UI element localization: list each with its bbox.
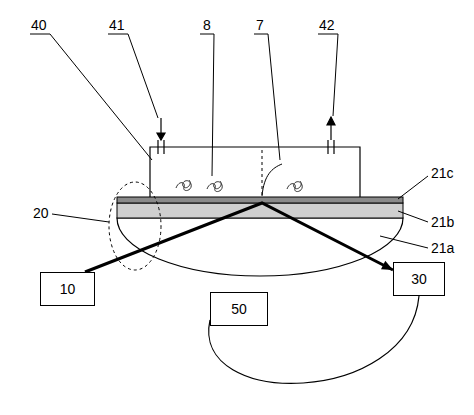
outlet-port bbox=[327, 117, 335, 154]
inlet-port bbox=[157, 118, 165, 154]
callout-number: 20 bbox=[32, 205, 50, 221]
light-beam bbox=[85, 203, 393, 272]
callout-number: 42 bbox=[318, 17, 336, 33]
callout-number: 41 bbox=[108, 17, 126, 33]
callout-number: 7 bbox=[255, 17, 265, 33]
box-label: 50 bbox=[231, 301, 247, 317]
callout-number: 21b bbox=[430, 214, 455, 230]
signal-wire bbox=[209, 296, 419, 383]
box-label: 10 bbox=[60, 281, 76, 297]
device-box: 10 bbox=[40, 272, 95, 306]
callout-number: 21a bbox=[430, 240, 455, 256]
device-box: 30 bbox=[393, 262, 445, 296]
prism bbox=[117, 218, 403, 276]
device-box: 50 bbox=[210, 292, 268, 326]
sensor-layer bbox=[117, 197, 403, 203]
flow-cell bbox=[150, 147, 360, 197]
callout-number: 40 bbox=[30, 17, 48, 33]
callout-number: 21c bbox=[430, 165, 455, 181]
region-outline bbox=[109, 182, 161, 270]
box-label: 30 bbox=[411, 271, 427, 287]
particles bbox=[176, 180, 302, 192]
evanescent-field bbox=[262, 164, 282, 196]
callout-number: 8 bbox=[202, 17, 212, 33]
